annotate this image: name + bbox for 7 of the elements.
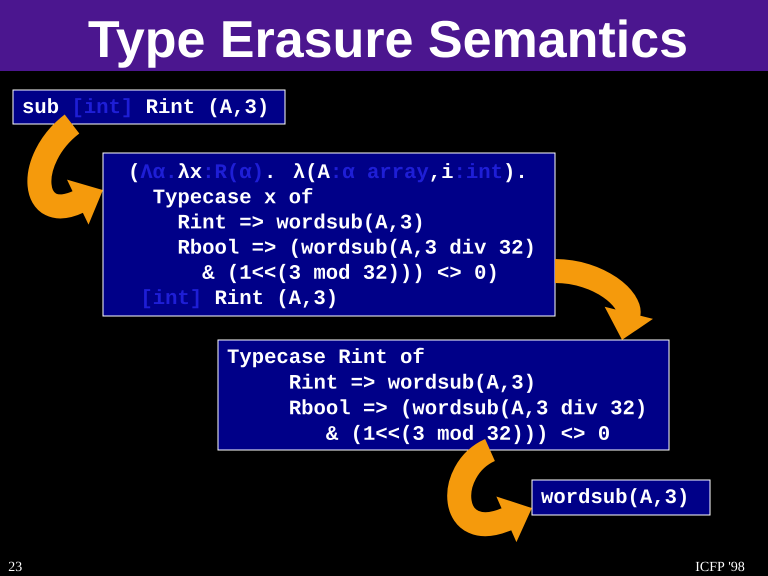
code-box: Typecase Rint of Rint => wordsub(A,3) Rbool => (wordsub(A,3 div 32) & (1<<(3 mod 32))) <> 0 — [218, 340, 670, 450]
code-box: sub [int] Rint (A,3) — [12, 90, 286, 124]
title-banner: Type Erasure Semantics — [0, 0, 768, 71]
code-box: wordsub(A,3) — [532, 480, 710, 516]
code-box: ( Λα. λx :R(α) . λ(A :α array,i :int ). Typecase x of Rint => wordsub(A,3) Rbool => (wordsub(A,3 div 32) & (1<<(3 mod 32))) <> 0) [int] Rint (A,3) — [102, 152, 556, 316]
footer-text: ICFP '98 — [696, 562, 744, 572]
page-number: 23 — [8, 562, 22, 572]
